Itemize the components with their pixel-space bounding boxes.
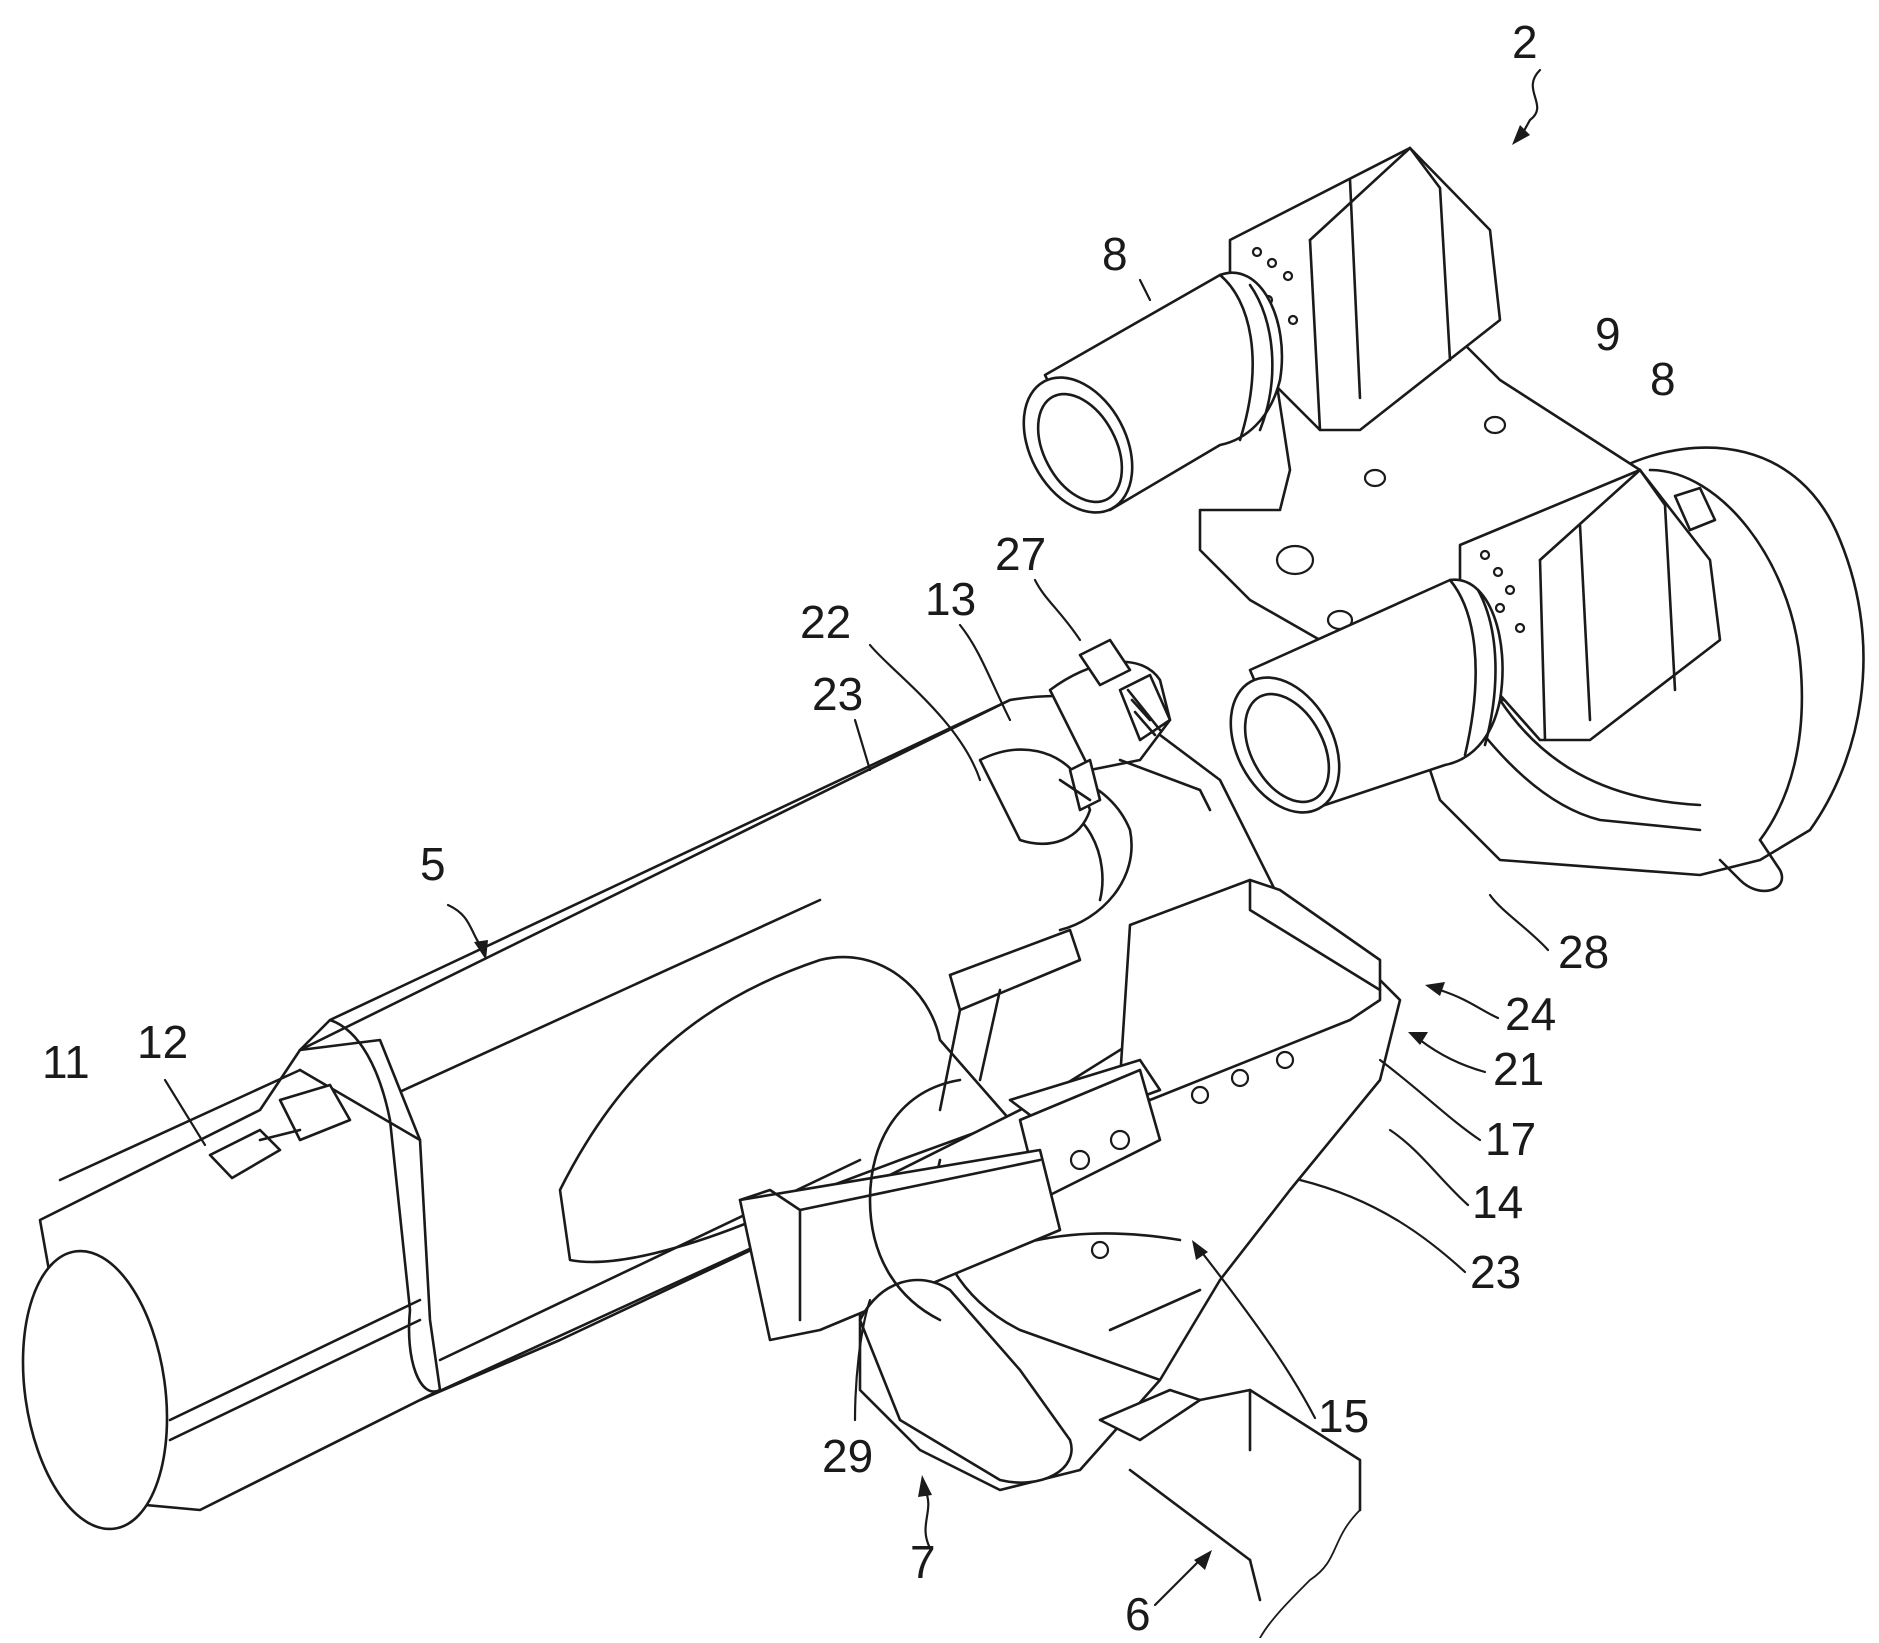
label-8-lower: 8: [1650, 353, 1676, 405]
label-15: 15: [1318, 1390, 1369, 1442]
label-28: 28: [1558, 926, 1609, 978]
label-11: 11: [42, 1036, 90, 1088]
label-9: 9: [1595, 308, 1621, 360]
label-29: 29: [822, 1430, 873, 1482]
label-24: 24: [1505, 988, 1556, 1040]
label-17: 17: [1485, 1113, 1536, 1165]
label-23-lower: 23: [1470, 1246, 1521, 1298]
label-8-upper: 8: [1102, 228, 1128, 280]
label-2: 2: [1512, 16, 1538, 68]
label-27: 27: [995, 528, 1046, 580]
label-5: 5: [420, 838, 446, 890]
label-6: 6: [1125, 1588, 1151, 1638]
label-13: 13: [925, 573, 976, 625]
label-12: 12: [137, 1016, 188, 1068]
label-22: 22: [800, 596, 851, 648]
label-23-upper: 23: [812, 668, 863, 720]
label-7: 7: [910, 1536, 936, 1588]
label-14: 14: [1472, 1176, 1523, 1228]
front-cylinder-11: [6, 1020, 440, 1538]
label-21: 21: [1493, 1043, 1544, 1095]
